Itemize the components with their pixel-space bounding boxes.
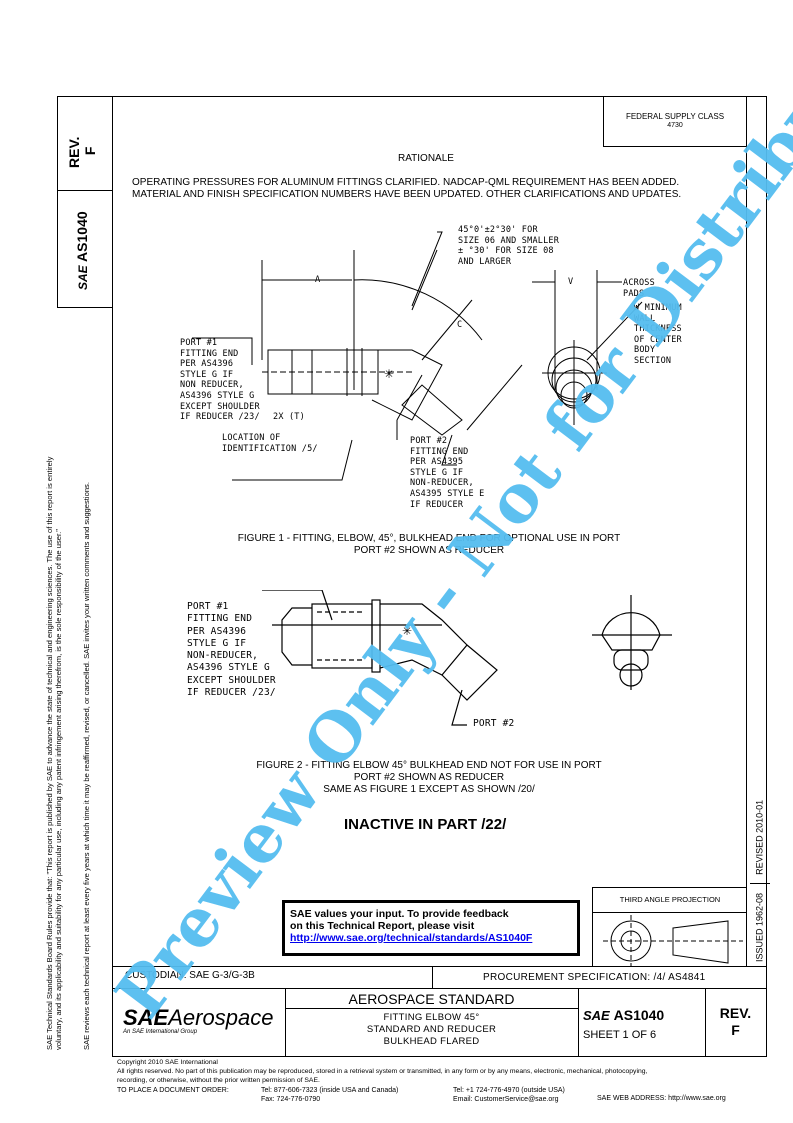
sae-notice-review: SAE reviews each technical report at lea… (82, 482, 91, 1050)
federal-supply-value: 4730 (667, 122, 683, 129)
order-contacts-us: Tel: 877-606-7323 (inside USA and Canada… (261, 1086, 398, 1104)
figure-2-caption-line-3: SAME AS FIGURE 1 EXCEPT AS SHOWN /20/ (323, 784, 535, 795)
doc-number-block: SAE AS1040 (583, 1007, 664, 1023)
thread-note: 2X (T) (273, 412, 305, 422)
title-line-2: STANDARD AND REDUCER (366, 1024, 497, 1035)
feedback-box: SAE values your input. To provide feedba… (282, 900, 580, 956)
projection-label: THIRD ANGLE PROJECTION (593, 888, 747, 913)
document-title: FITTING ELBOW 45° STANDARD AND REDUCER B… (285, 1012, 578, 1048)
email: Email: CustomerService@sae.org (453, 1096, 559, 1103)
dimension-v: V (568, 277, 574, 287)
rationale-line-1: OPERATING PRESSURES FOR ALUMINUM FITTING… (132, 177, 680, 188)
logo-word: Aerospace (168, 1005, 274, 1030)
frame-inner-left (112, 96, 113, 1056)
frame-right (766, 96, 767, 1056)
angle-tolerance-note: 45°0'±2°30' FOR SIZE 06 AND SMALLER ± °3… (458, 225, 560, 267)
footer: Copyright 2010 SAE International All rig… (117, 1058, 647, 1085)
doc-number: AS1040 (613, 1007, 665, 1023)
issued-date: ISSUED 1962-08 (754, 892, 765, 962)
rights-line-2: recording, or otherwise, without the pri… (117, 1077, 320, 1084)
rev-block: REV. F (705, 1005, 766, 1039)
across-pads-note: ACROSS PADS (623, 278, 655, 299)
sheet-number: SHEET 1 OF 6 (583, 1029, 657, 1041)
figure-1-caption-line-2: PORT #2 SHOWN AS REDUCER (353, 545, 505, 556)
sae-aerospace-logo: SAEAerospace An SAE International Group (123, 1005, 273, 1035)
title-block-bottom (112, 1056, 767, 1057)
dates-divider (750, 883, 770, 885)
figure-1-drawing: ✳ (192, 231, 643, 481)
title-col-3 (705, 988, 706, 1056)
port-1-note: PORT #1 FITTING END PER AS4396 STYLE G I… (180, 338, 260, 423)
sae-notice-rules: SAE Technical Standards Board Rules prov… (45, 457, 63, 1050)
dimension-c: C (457, 320, 463, 330)
identification-note: LOCATION OF IDENTIFICATION /5/ (222, 433, 318, 454)
figure-1-caption-line-1: FIGURE 1 - FITTING, ELBOW, 45°, BULKHEAD… (237, 533, 621, 544)
rev-label: REV. (719, 1005, 752, 1021)
feedback-link[interactable]: http://www.sae.org/technical/standards/A… (290, 932, 533, 944)
rationale-heading: RATIONALE (398, 153, 454, 164)
doc-box-line (57, 307, 112, 308)
title-col-1 (285, 988, 286, 1056)
frame-top (57, 96, 767, 97)
figure-2-port-2-note: PORT #2 (473, 718, 515, 729)
feedback-line-2: on this Technical Report, please visit (290, 920, 475, 932)
tel-us: Tel: 877-606-7323 (inside USA and Canada… (261, 1087, 399, 1094)
rationale-line-2: MATERIAL AND FINISH SPECIFICATION NUMBER… (132, 189, 682, 200)
side-doc-number: SAE AS1040 (74, 211, 90, 290)
side-doc-number-text: AS1040 (74, 211, 90, 262)
figure-1-caption: FIGURE 1 - FITTING, ELBOW, 45°, BULKHEAD… (112, 533, 746, 557)
feedback-line-1: SAE values your input. To provide feedba… (290, 908, 509, 920)
inactive-note: INACTIVE IN PART /22/ (344, 816, 507, 833)
logo-sae: SAE (123, 1005, 169, 1030)
figure-2-caption: FIGURE 2 - FITTING ELBOW 45° BULKHEAD EN… (112, 760, 746, 796)
projection-symbol (603, 915, 743, 967)
title-line-1: FITTING ELBOW 45° (383, 1012, 480, 1023)
notice-line-2: voluntary, and its applicability and sui… (54, 529, 63, 1050)
dates-strip-line (746, 96, 747, 966)
dimension-a: A (315, 275, 321, 285)
web-address: SAE WEB ADDRESS: http://www.sae.org (597, 1095, 726, 1102)
rights-line-1: All rights reserved. No part of this pub… (117, 1068, 648, 1075)
wall-thickness-note: W MINIMUM WALL THICKNESS OF CENTER BODY … (634, 303, 682, 366)
side-rev-label: REV. (66, 136, 82, 168)
order-label: TO PLACE A DOCUMENT ORDER: (117, 1087, 229, 1094)
side-rev: REV. F (66, 137, 98, 168)
title-row-line (112, 988, 767, 989)
logo-subtitle: An SAE International Group (123, 1029, 198, 1035)
procurement-spec: PROCUREMENT SPECIFICATION: /4/ AS4841 (483, 972, 706, 983)
federal-supply-label: FEDERAL SUPPLY CLASS (625, 112, 725, 121)
side-rev-value: F (82, 146, 98, 156)
sae-mark: SAE (76, 265, 90, 290)
notice-line-1: SAE Technical Standards Board Rules prov… (45, 456, 54, 1050)
order-contacts-intl: Tel: +1 724-776-4970 (outside USA) Email… (453, 1086, 565, 1104)
standard-type: AEROSPACE STANDARD (348, 991, 515, 1007)
federal-supply-box: FEDERAL SUPPLY CLASS 4730 (603, 96, 746, 147)
figure-2-caption-line-1: FIGURE 2 - FITTING ELBOW 45° BULKHEAD EN… (256, 760, 602, 771)
rationale-text: OPERATING PRESSURES FOR ALUMINUM FITTING… (132, 177, 681, 201)
title-divider (432, 966, 433, 988)
rev-box-line (57, 190, 112, 191)
tel-intl: Tel: +1 724-776-4970 (outside USA) (453, 1087, 565, 1094)
svg-text:✳: ✳ (402, 624, 412, 638)
title-subline (285, 1008, 578, 1009)
doc-sae-mark: SAE (583, 1008, 610, 1023)
revised-date: REVISED 2010-01 (754, 799, 765, 875)
rev-value: F (731, 1022, 740, 1038)
svg-text:✳: ✳ (384, 367, 394, 381)
figure-2-caption-line-2: PORT #2 SHOWN AS REDUCER (353, 772, 505, 783)
projection-box: THIRD ANGLE PROJECTION (592, 887, 747, 967)
fax: Fax: 724-776-0790 (261, 1096, 321, 1103)
figure-2-drawing: ✳ (262, 590, 672, 726)
figure-2-port-1-note: PORT #1 FITTING END PER AS4396 STYLE G I… (187, 601, 276, 699)
title-block-top (112, 966, 767, 967)
frame-left (57, 96, 58, 308)
title-col-2 (578, 988, 579, 1056)
port-2-note: PORT #2 FITTING END PER AS4395 STYLE G I… (410, 436, 485, 510)
dates: ISSUED 1962-08 REVISED 2010-01 (750, 800, 770, 962)
custodian: CUSTODIAN: SAE G-3/G-3B (125, 970, 255, 981)
title-line-3: BULKHEAD FLARED (383, 1036, 480, 1047)
copyright: Copyright 2010 SAE International (117, 1059, 218, 1066)
